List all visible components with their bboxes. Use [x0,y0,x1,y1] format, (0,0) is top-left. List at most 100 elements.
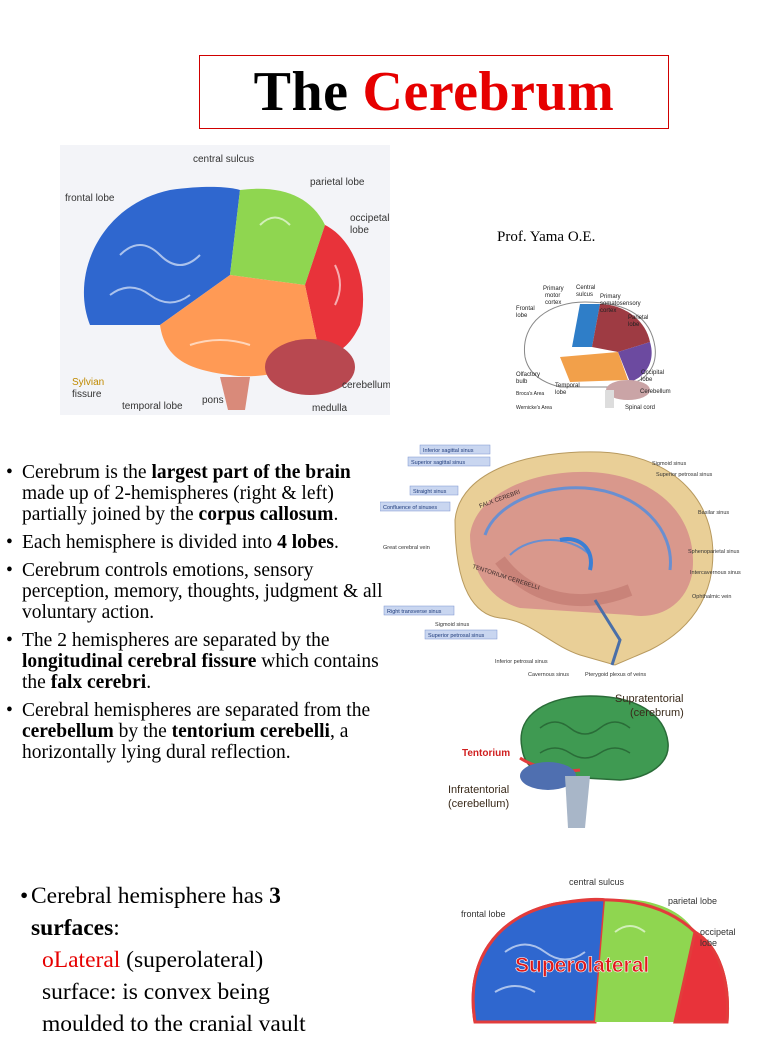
label-superior-petrosal-right: Superior petrosal sinus [656,472,713,478]
label-occipital-1: Occipital [641,370,664,376]
figure-brain-lobes: central sulcus parietal lobe frontal lob… [60,145,390,415]
label-sylvian: Sylvian [72,377,104,388]
label-intercavernous: Intercavernous sinus [690,570,741,576]
label-cavernous: Cavernous sinus [528,672,569,678]
label-temporal-2: lobe [555,390,567,396]
spinal-cord-shape [605,390,614,408]
label-lobe: lobe [350,225,369,236]
label-spinal-cord: Spinal cord [625,405,655,411]
title-box: The Cerebrum [199,55,669,129]
lateral-surface-item: oLateral (superolateral) surface: is con… [42,947,306,1037]
label-central-1: Central [576,285,595,291]
parietal-lobe-shape [230,188,325,285]
cerebellum-shape-blue [520,762,576,790]
parietal-area [592,304,650,352]
label-primary-motor-1: Primary [543,286,564,292]
label-parietal-lobe-2: parietal lobe [668,896,717,906]
lateral-label: Lateral [53,947,121,973]
cerebrum-gyri [539,721,631,759]
straight-sinus-line [509,539,591,556]
label-frontal-1: Frontal [516,306,535,312]
label-wernickes: Wernicke's Area [516,405,552,411]
label-fissure: fissure [72,389,102,400]
label-medulla: medulla [312,403,347,414]
label-sigmoid-right: Sigmoid sinus [652,461,686,467]
figure-dural-sinuses: Inferior sagittal sinus Superior sagitta… [380,444,741,678]
label-supratentorial: Supratentorial [615,693,684,705]
bullet-2: Each hemisphere is divided into 4 lobes. [6,532,386,553]
surfaces-section: Cerebral hemisphere has 3 surfaces: oLat… [20,880,400,1040]
gyri-lines-2 [494,925,646,993]
cerebellum-area [606,380,650,400]
label-cerebellum: cerebellum [342,380,390,391]
label-ophthalmic: Ophthalmic vein [692,594,731,600]
label-box-confluence [380,501,451,512]
label-central-sulcus: central sulcus [193,154,254,165]
label-occipetal: occipetal [350,213,389,224]
label-central-2: sulcus [576,292,593,298]
label-primary-motor-2: motor [545,293,560,299]
label-frontal-lobe-2: frontal lobe [461,909,506,919]
label-lobe-2: lobe [700,938,717,948]
label-frontal-lobe: frontal lobe [65,193,115,204]
label-great-vein: Great cerebral vein [383,545,430,551]
label-superior-sagittal: Superior sagittal sinus [411,460,465,466]
label-occipital-2: lobe [641,377,653,383]
cavernous-sinus-line [559,537,593,571]
title-word-the: The [253,61,349,123]
superior-sagittal-sinus-line [483,486,672,571]
label-box-superior-petrosal-left [424,629,498,640]
parietal-lobe-shape-2 [595,899,695,1022]
label-occipetal-2: occipetal [700,927,736,937]
temporal-area [560,352,628,382]
sub-bullet-marker: o [42,947,54,973]
label-cerebellum-small: Cerebellum [640,389,671,395]
label-cerebrum-paren: (cerebrum) [630,707,684,719]
gyri-lines [109,216,341,346]
label-inferior-petrosal: Inferior petrosal sinus [495,659,548,665]
brainstem-shape [220,377,250,410]
label-tentorium-red: Tentorium [462,748,510,759]
label-cerebellum-paren: (cerebellum) [448,798,509,810]
bullet-5: Cerebral hemispheres are separated from … [6,700,386,763]
label-basilar: Basilar sinus [698,510,729,516]
label-parietal-1: Parietal [628,315,648,321]
bullet-3: Cerebrum controls emotions, sensory perc… [6,560,386,623]
label-somato-1: Primary [600,294,621,300]
brainstem-shape-grey [565,776,590,828]
figure-superolateral: central sulcus parietal lobe frontal lob… [461,877,736,1024]
label-right-transverse: Right transverse sinus [387,609,442,615]
label-somato-3: cortex [600,308,616,314]
figure-functional-areas: Primary motor cortex Central sulcus Prim… [516,285,671,411]
label-temporal-lobe: temporal lobe [122,401,183,412]
bullet-1: Cerebrum is the largest part of the brai… [6,462,386,525]
label-pterygoid: Pterygoid plexus of veins [585,672,646,678]
label-superior-petrosal-left: Superior petrosal sinus [428,633,485,639]
occipital-lobe-shape [305,225,364,355]
label-infratentorial: Infratentorial [448,784,509,796]
title-word-cerebrum: Cerebrum [362,61,615,123]
label-brocas: Broca's Area [516,391,544,397]
occipital-area [618,342,652,382]
label-parietal-2: lobe [628,322,640,328]
label-sphenoparietal: Sphenoparietal sinus [688,549,740,555]
motor-cortex-area [572,304,600,347]
label-parietal-lobe: parietal lobe [310,177,365,188]
label-temporal-1: Temporal [555,383,580,389]
pterygoid-line [593,599,622,666]
label-primary-motor-3: cortex [545,300,561,306]
superolateral-outline [471,898,729,1023]
label-sigmoid-left: Sigmoid sinus [435,622,469,628]
label-box-superior-sagittal [407,456,491,467]
label-confluence: Confluence of sinuses [383,505,437,511]
label-frontal-2: lobe [516,313,528,319]
label-olfactory-1: Olfactory [516,372,540,378]
tentorium-shape [495,556,633,606]
label-straight: Straight sinus [413,489,447,495]
label-pons: pons [202,395,224,406]
label-box-inferior-sagittal [419,444,491,455]
label-somato-2: somatosensory [600,301,641,307]
author-name: Prof. Yama O.E. [497,229,596,245]
label-olfactory-2: bulb [516,379,528,385]
label-superolateral: Superolateral [515,954,649,977]
